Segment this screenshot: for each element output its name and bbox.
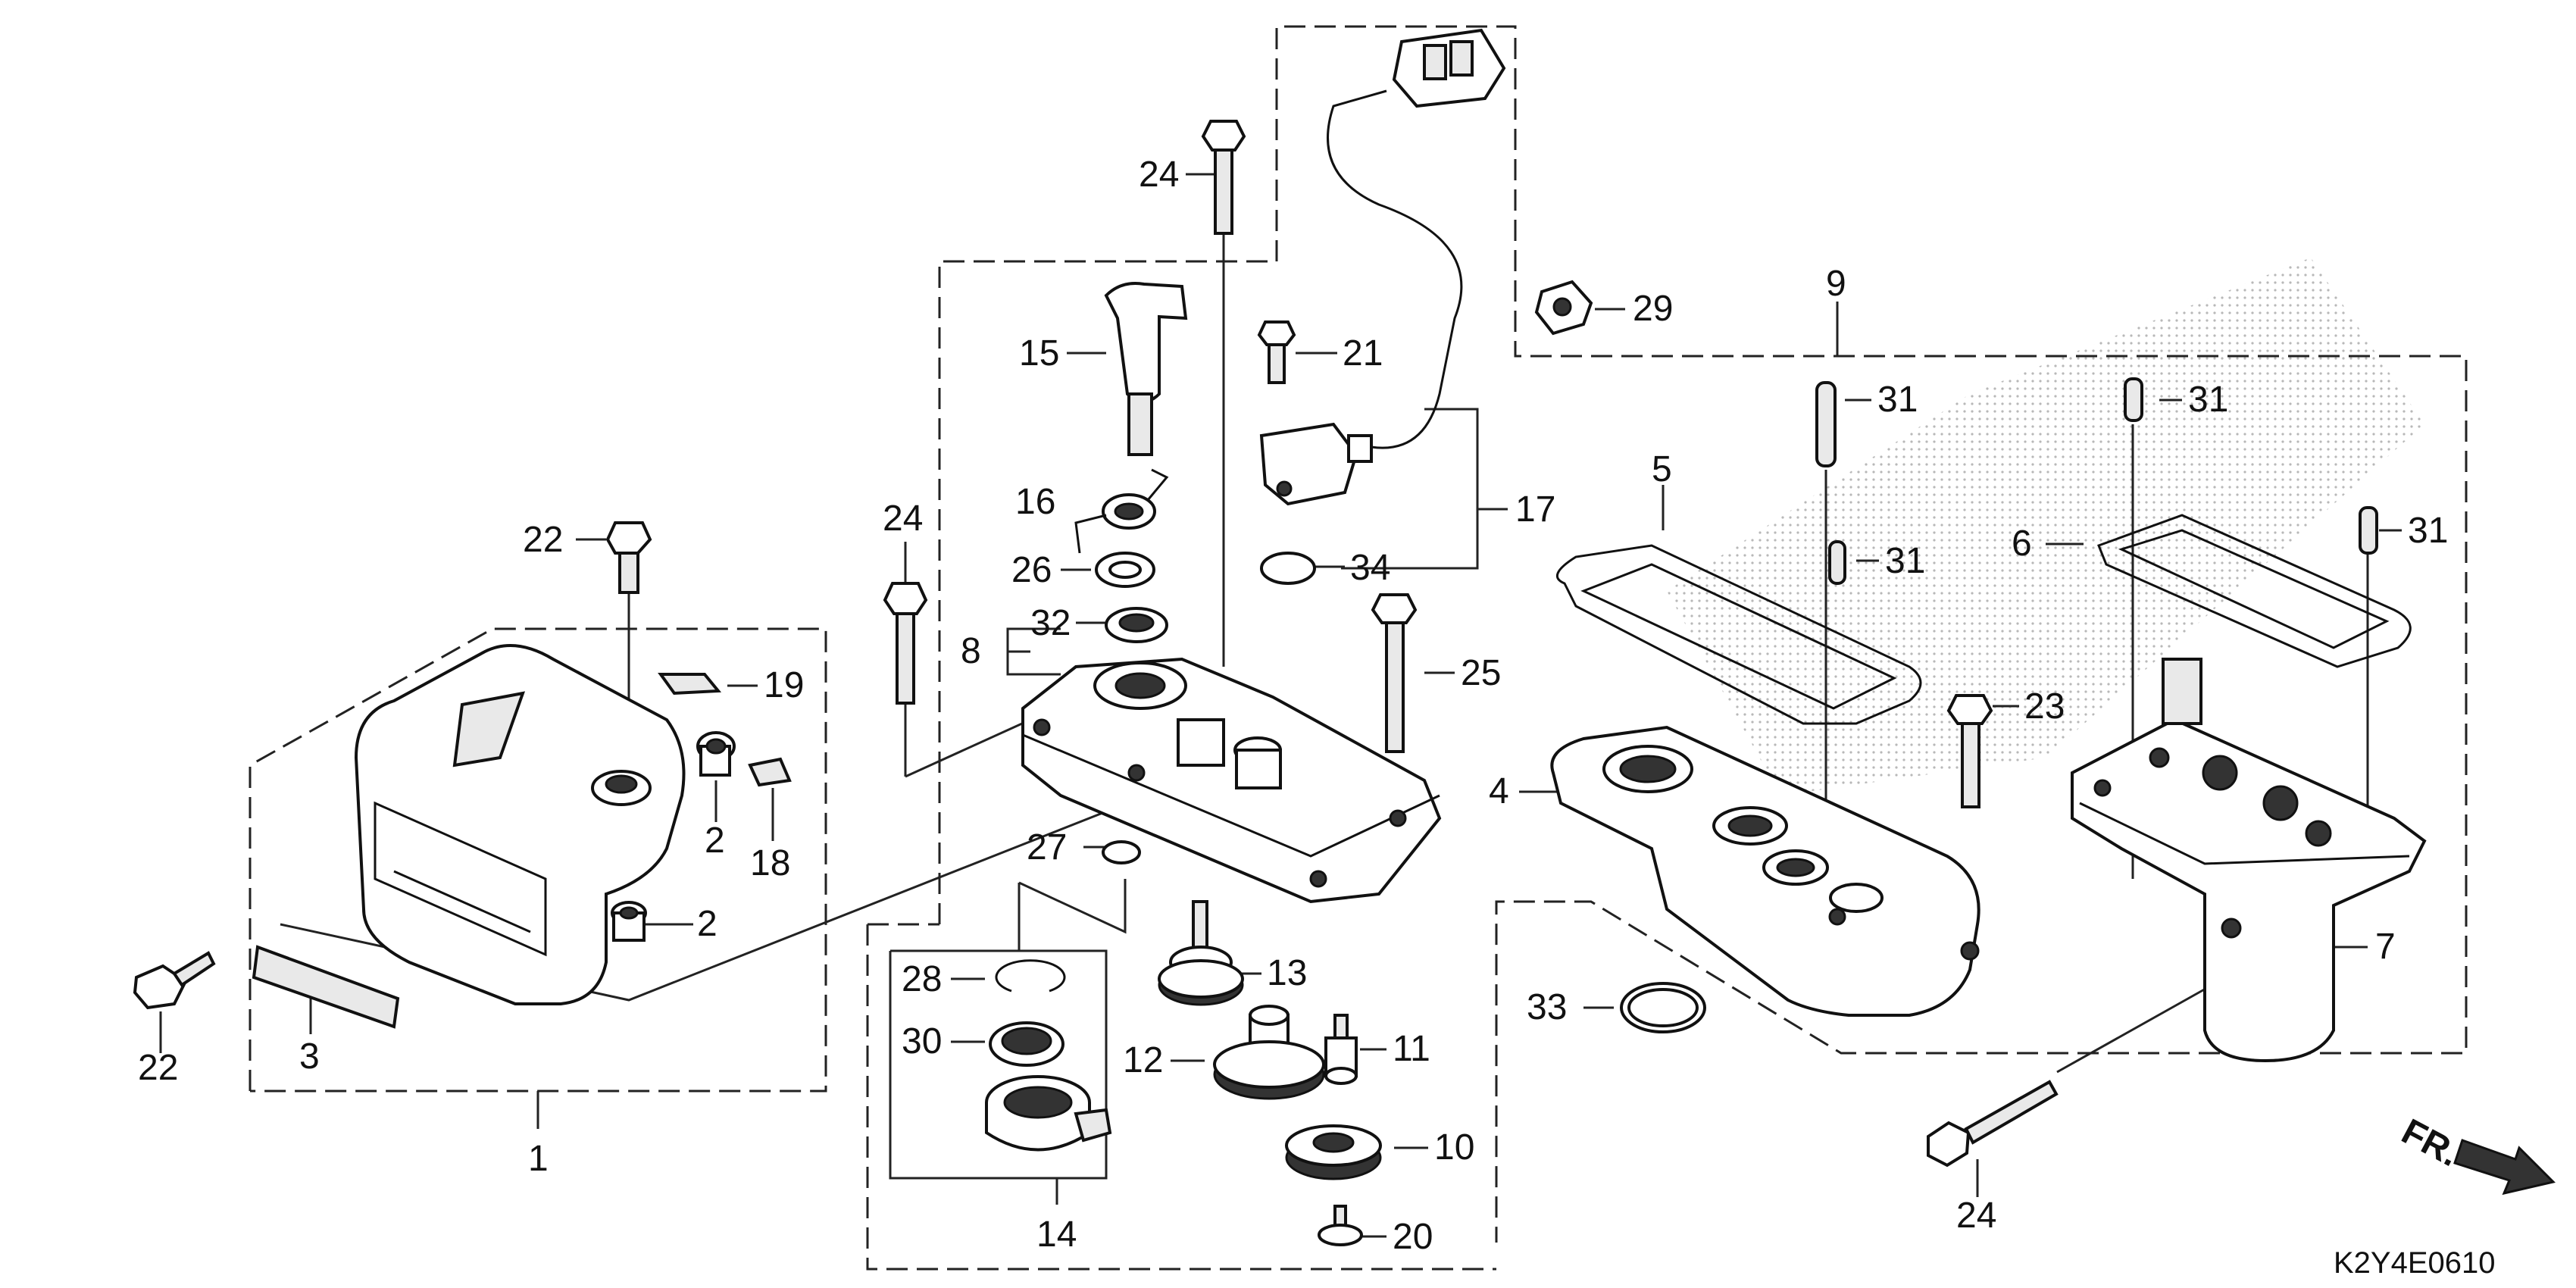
callout-22-top: 22 [523, 520, 563, 560]
callout-11: 11 [1393, 1029, 1430, 1069]
bolt-24-bottom [1927, 1080, 2059, 1168]
pad-19 [658, 673, 722, 696]
leader-lines [159, 173, 2402, 1238]
callout-27: 27 [1027, 827, 1067, 868]
pin-31-d [2359, 506, 2378, 555]
callout-13: 13 [1267, 953, 1307, 993]
callout-33: 33 [1527, 987, 1567, 1027]
grommet-2-top [696, 731, 736, 777]
callout-30: 30 [902, 1021, 942, 1061]
callout-31-c: 31 [2188, 380, 2228, 420]
callout-23: 23 [2024, 686, 2065, 727]
callout-24-top: 24 [1139, 155, 1179, 195]
callout-34: 34 [1350, 548, 1390, 588]
callout-12: 12 [1123, 1040, 1163, 1080]
gasket-6 [2097, 514, 2412, 668]
callout-labels: 1 2 2 3 4 5 6 7 8 9 10 11 12 13 14 15 16… [138, 155, 2448, 1257]
direction-label: FR. [2395, 1111, 2465, 1174]
case-4 [1550, 725, 1980, 1017]
gasket-5 [1555, 544, 1922, 725]
callout-2-top: 2 [705, 821, 725, 861]
bolt-22-top [605, 521, 652, 594]
motor-7 [2071, 658, 2427, 1063]
gear-10 [1285, 1124, 1382, 1180]
seal-32 [1105, 607, 1168, 643]
spring-16 [1074, 468, 1169, 554]
callout-31-b: 31 [1885, 541, 1925, 581]
callout-31-a: 31 [1877, 380, 1918, 420]
callout-3: 3 [299, 1036, 320, 1077]
lever-15 [1104, 282, 1188, 456]
callout-7: 7 [2375, 927, 2396, 967]
gear-12 [1213, 1005, 1325, 1100]
callout-20: 20 [1393, 1217, 1433, 1257]
callout-29: 29 [1633, 289, 1673, 329]
callout-9: 9 [1826, 264, 1846, 304]
callout-18: 18 [750, 843, 790, 883]
pin-31-c [2124, 377, 2143, 422]
callout-32: 32 [1030, 603, 1071, 643]
callout-17: 17 [1515, 489, 1555, 530]
callout-28: 28 [902, 959, 942, 999]
callout-15: 15 [1019, 333, 1059, 374]
pin-31-b [1828, 540, 1846, 585]
callout-24-mid: 24 [883, 499, 923, 539]
callout-31-d: 31 [2408, 511, 2448, 551]
washer-26 [1095, 552, 1155, 588]
oring-33 [1620, 982, 1706, 1033]
pinion-11 [1324, 1014, 1358, 1085]
bearing-30 [989, 1021, 1064, 1067]
nut-29-hole [1552, 297, 1572, 317]
callout-4: 4 [1489, 771, 1509, 811]
housing-8 [1021, 657, 1442, 904]
callout-19: 19 [764, 665, 804, 705]
oring-34 [1260, 552, 1316, 585]
bolt-23 [1946, 694, 1993, 808]
bolt-24-top [1201, 120, 1246, 235]
sensor-17 [1259, 28, 1506, 506]
seal-strip [252, 945, 400, 1029]
callout-24-bottom: 24 [1956, 1196, 1996, 1236]
callout-6: 6 [2012, 524, 2032, 564]
group-boundaries [249, 25, 2468, 1271]
callout-21: 21 [1343, 333, 1383, 374]
callout-22-left: 22 [138, 1048, 178, 1088]
clip-27 [1102, 840, 1141, 864]
bolt-22-left [133, 951, 216, 1010]
pin-31-a [1815, 381, 1837, 467]
diagram-code: K2Y4E0610 [2334, 1246, 2496, 1280]
bolt-25 [1371, 593, 1418, 753]
callout-16: 16 [1015, 482, 1055, 522]
callout-2-bottom: 2 [697, 904, 717, 944]
grommet-2-bottom [611, 901, 647, 942]
callout-26: 26 [1011, 550, 1052, 590]
callout-25: 25 [1461, 653, 1501, 693]
bolt-24-mid [883, 582, 928, 705]
pad-18 [748, 757, 792, 787]
screw-20 [1318, 1205, 1363, 1246]
callout-8: 8 [961, 631, 981, 671]
callout-1: 1 [528, 1139, 549, 1179]
callout-14: 14 [1036, 1215, 1077, 1255]
front-direction-arrow [2453, 1139, 2556, 1196]
gear-13 [1158, 900, 1244, 1006]
gear-housing-14 [985, 1075, 1112, 1152]
callout-5: 5 [1652, 449, 1672, 489]
bolt-21 [1257, 320, 1296, 384]
circlip-28 [995, 959, 1066, 993]
callout-10: 10 [1434, 1127, 1474, 1168]
left-cover [354, 644, 686, 1005]
